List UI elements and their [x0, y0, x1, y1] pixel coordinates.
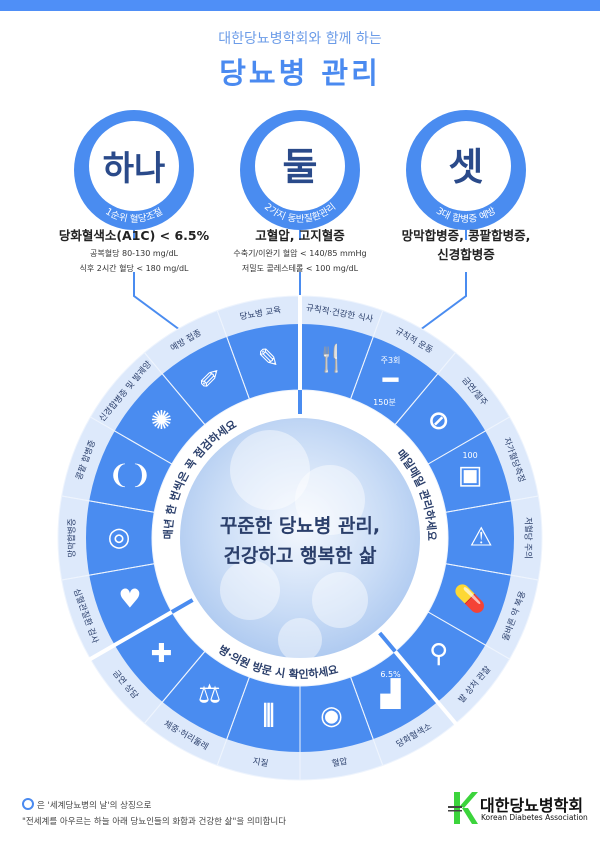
foot-magnifier-icon: ⚲: [429, 639, 448, 669]
center-slogan: 건강하고 행복한 삶: [223, 545, 377, 567]
kda-logo-mark-icon: [448, 792, 478, 824]
cloud: [312, 572, 368, 628]
pillar-target-line: 망막합병증, 콩팥합병증,: [401, 228, 531, 243]
eye-magnifier-icon: ◎: [108, 523, 131, 553]
syringe-icon: ✐: [199, 366, 221, 396]
no-smoking-consult-icon: ✚: [150, 639, 172, 669]
cloud: [295, 465, 365, 535]
group-tick: [170, 598, 194, 614]
pillar-word: 셋: [449, 145, 484, 189]
page-title: 당뇨병 관리: [219, 56, 381, 90]
pillar-detail: 식후 2시간 혈당 < 180 mg/dL: [79, 264, 189, 273]
pill-syringe-icon: 💊: [454, 582, 486, 614]
pillar-word: 하나: [103, 149, 166, 189]
logo-name-en: Korean Diabetes Association: [481, 813, 588, 822]
blue-circle-icon: [22, 798, 34, 810]
group-tick: [378, 631, 397, 653]
pillar-target-line: 고혈압, 고지혈증: [255, 228, 345, 243]
test-tubes-icon: ⫼: [263, 701, 275, 731]
pillar-inner: [89, 121, 179, 211]
footer-line-2: "전세계를 아우르는 하늘 아래 당뇨인들의 화합과 건강한 삶"을 의미합니다: [22, 817, 287, 827]
pillar-target-line: 당화혈색소(A1C) < 6.5%: [58, 228, 210, 243]
logo-name-ko: 대한당뇨병학회: [480, 796, 584, 815]
segment-label: 혈압: [331, 756, 348, 770]
segment-label: 지질: [252, 756, 269, 770]
connector-line: [133, 272, 181, 331]
sky-circle: [180, 418, 420, 658]
pillar-target: 망막합병증, 콩팥합병증, 신경합병증: [361, 226, 571, 264]
pillar-target: 고혈압, 고지혈증: [195, 226, 405, 245]
spoon-chopsticks-icon: 🍴: [315, 343, 347, 374]
icon-caption: 100: [462, 451, 477, 460]
icon-caption: 주3회: [381, 356, 401, 365]
top-bar: [0, 0, 600, 11]
pillar-detail: 저밀도 콜레스테롤 < 100 mg/dL: [241, 264, 359, 273]
notebook-icon: ✎: [258, 344, 280, 374]
no-smoking-drinking-icon: ⊘: [428, 406, 450, 436]
pillar-target-line: 신경합병증: [437, 247, 495, 262]
pillar-details: 수축기/이완기 혈압 < 140/85 mmHg 저밀도 콜레스테롤 < 100 …: [195, 246, 405, 276]
pillar-word: 둘: [283, 145, 318, 189]
heart-ecg-icon: ♥: [118, 584, 141, 614]
pillar-inner: [255, 121, 345, 211]
pillar-detail: 공복혈당 80-130 mg/dL: [90, 249, 178, 258]
kidney-icon: ❨❩: [108, 461, 152, 491]
connector-line: [419, 272, 467, 331]
segment-label: 망막합병증: [67, 518, 78, 557]
segment-label: 저혈당 주의: [523, 517, 534, 559]
footer-note: 은 '세계당뇨병의 날'의 상징으로 "전세계를 아우르는 하늘 아래 당뇨인들…: [22, 798, 286, 830]
cloud: [278, 618, 322, 662]
pillar-target: 당화혈색소(A1C) < 6.5%: [29, 226, 239, 245]
cloud: [220, 560, 280, 620]
foot-nerve-icon: ✺: [150, 406, 172, 436]
pillar-inner: [421, 121, 511, 211]
hypoglycemia-warning-icon: ⚠: [469, 523, 492, 553]
blood-pressure-gauge-icon: ◉: [320, 701, 343, 731]
pillar-detail: 수축기/이완기 혈압 < 140/85 mmHg: [233, 249, 367, 258]
subtitle: 대한당뇨병학회와 함께 하는: [218, 31, 382, 47]
icon-caption: 6.5%: [380, 670, 401, 679]
group-divider: [88, 610, 173, 662]
footer-line-1: 은 '세계당뇨병의 날'의 상징으로: [37, 801, 152, 811]
pillar-details: 공복혈당 80-130 mg/dL 식후 2시간 혈당 < 180 mg/dL: [29, 246, 239, 276]
kda-logo: 대한당뇨병학회 Korean Diabetes Association: [448, 790, 598, 830]
icon-caption: 150분: [373, 398, 396, 407]
cloud: [230, 430, 310, 510]
dumbbell-icon: ━: [382, 366, 399, 396]
center-slogan: 꾸준한 당뇨병 관리,: [220, 515, 380, 537]
scale-icon: ⚖: [198, 679, 221, 709]
a1c-chart-drop-icon: ▟: [380, 677, 402, 709]
group-divider: [393, 650, 458, 726]
glucose-meter-icon: ▣: [458, 461, 483, 491]
